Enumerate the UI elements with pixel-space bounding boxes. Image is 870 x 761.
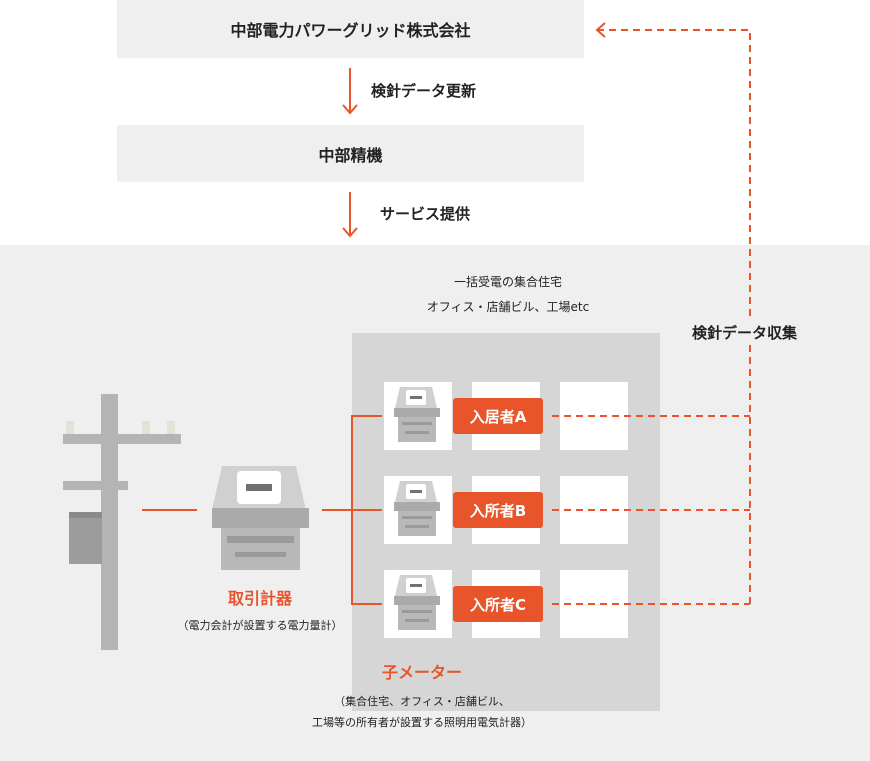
top-company-box: 中部電力パワーグリッド株式会社 [117,0,584,58]
collect-label: 検針データ収集 [688,320,802,345]
middle-company-label: 中部精機 [318,145,383,165]
down-arrow-icon [342,192,358,238]
trade-meter-note: （電力会計が設置する電力量計） [177,619,343,632]
sub-meter-icon [394,575,440,630]
down-arrow-icon [342,68,358,115]
tenant-tag-b: 入所者B [453,492,543,528]
tenant-tag-c: 入所者C [453,586,543,622]
data-collection-path [552,29,751,605]
top-company-label: 中部電力パワーグリッド株式会社 [230,21,471,40]
tenant-tag-a: 入居者A [453,398,543,434]
building-caption-2: オフィス・店舗ビル、工場etc [426,300,590,314]
building-caption-1: 一括受電の集合住宅 [453,275,562,289]
trade-meter-title: 取引計器 [227,589,292,608]
left-arrowhead-icon [595,22,606,38]
service-label: サービス提供 [380,205,471,223]
utility-pole-icon [63,394,181,650]
meter-update-label: 検針データ更新 [371,82,477,100]
power-wiring [142,415,382,605]
sub-meter-icon [394,387,440,442]
sub-meter-title: 子メーター [381,663,462,682]
sub-meter-note-2: 工場等の所有者が設置する照明用電気計器） [312,716,532,729]
sub-meter-icon [394,481,440,536]
middle-company-box: 中部精機 [117,125,584,182]
trade-meter-icon [212,466,309,570]
sub-meter-note-1: （集合住宅、オフィス・店舗ビル、 [334,695,510,708]
